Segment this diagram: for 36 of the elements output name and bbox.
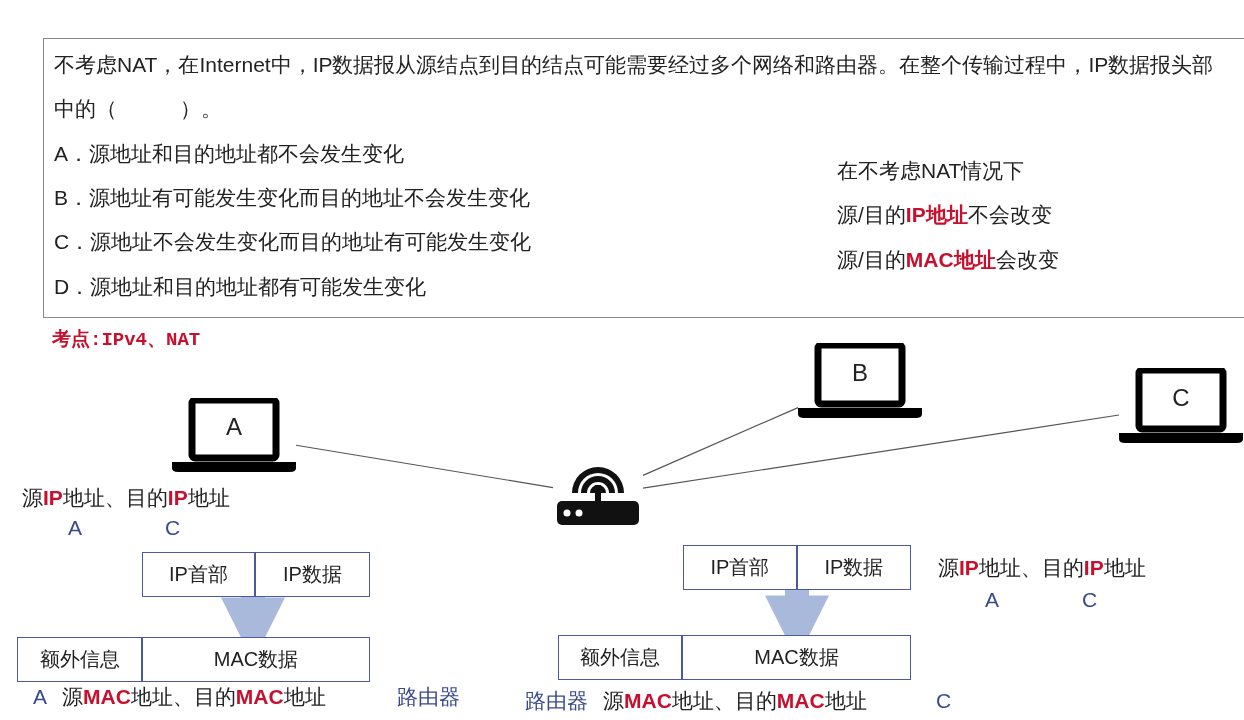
address-value: C xyxy=(165,515,181,541)
computer-name: C xyxy=(1171,383,1191,412)
computer-name: A xyxy=(225,413,243,441)
network-link xyxy=(642,407,799,476)
note-text: 在不考虑NAT情况下 xyxy=(837,158,1025,184)
answer-option: A．源地址和目的地址都不会发生变化 xyxy=(54,132,404,176)
answer-option: B．源地址有可能发生变化而目的地址不会发生变化 xyxy=(54,176,530,220)
device-label: 路由器 xyxy=(397,684,460,710)
address-caption: 源IP地址、目的IP地址 xyxy=(22,485,230,511)
address-value: A xyxy=(985,587,999,613)
address-value: C xyxy=(936,688,952,714)
mac-frame-field: MAC数据 xyxy=(142,637,370,682)
ip-packet-field: IP首部 xyxy=(683,545,797,590)
note-text: 源/目的MAC地址会改变 xyxy=(837,247,1059,273)
answer-option: C．源地址不会发生变化而目的地址有可能发生变化 xyxy=(54,220,532,264)
computer-name: B xyxy=(851,358,869,387)
address-caption: 源MAC地址、目的MAC地址 xyxy=(62,684,326,710)
address-caption: 源MAC地址、目的MAC地址 xyxy=(603,688,867,714)
mac-frame-field: MAC数据 xyxy=(682,635,911,680)
ip-packet-field: IP首部 xyxy=(142,552,255,597)
answer-option: D．源地址和目的地址都有可能发生变化 xyxy=(54,265,427,309)
network-link xyxy=(295,444,554,489)
note-text: 源/目的IP地址不会改变 xyxy=(837,202,1052,228)
ip-packet-field: IP数据 xyxy=(797,545,911,590)
address-value: C xyxy=(1082,587,1098,613)
question-panel xyxy=(43,38,1244,318)
device-label: 路由器 xyxy=(525,688,588,714)
address-value: A xyxy=(68,515,82,541)
address-value: A xyxy=(33,684,47,710)
mac-frame-field: 额外信息 xyxy=(558,635,682,680)
ip-packet-field: IP数据 xyxy=(255,552,370,597)
question-text: 不考虑NAT，在Internet中，IP数据报从源结点到目的结点可能需要经过多个网络和路由器。在整个传输过程中，IP数据报头部中的（ ）。 xyxy=(54,52,1215,122)
mac-frame-field: 额外信息 xyxy=(17,637,142,682)
network-link xyxy=(642,414,1120,489)
exam-topic: 考点:IPv4、NAT xyxy=(52,328,201,353)
address-caption: 源IP地址、目的IP地址 xyxy=(938,555,1146,581)
